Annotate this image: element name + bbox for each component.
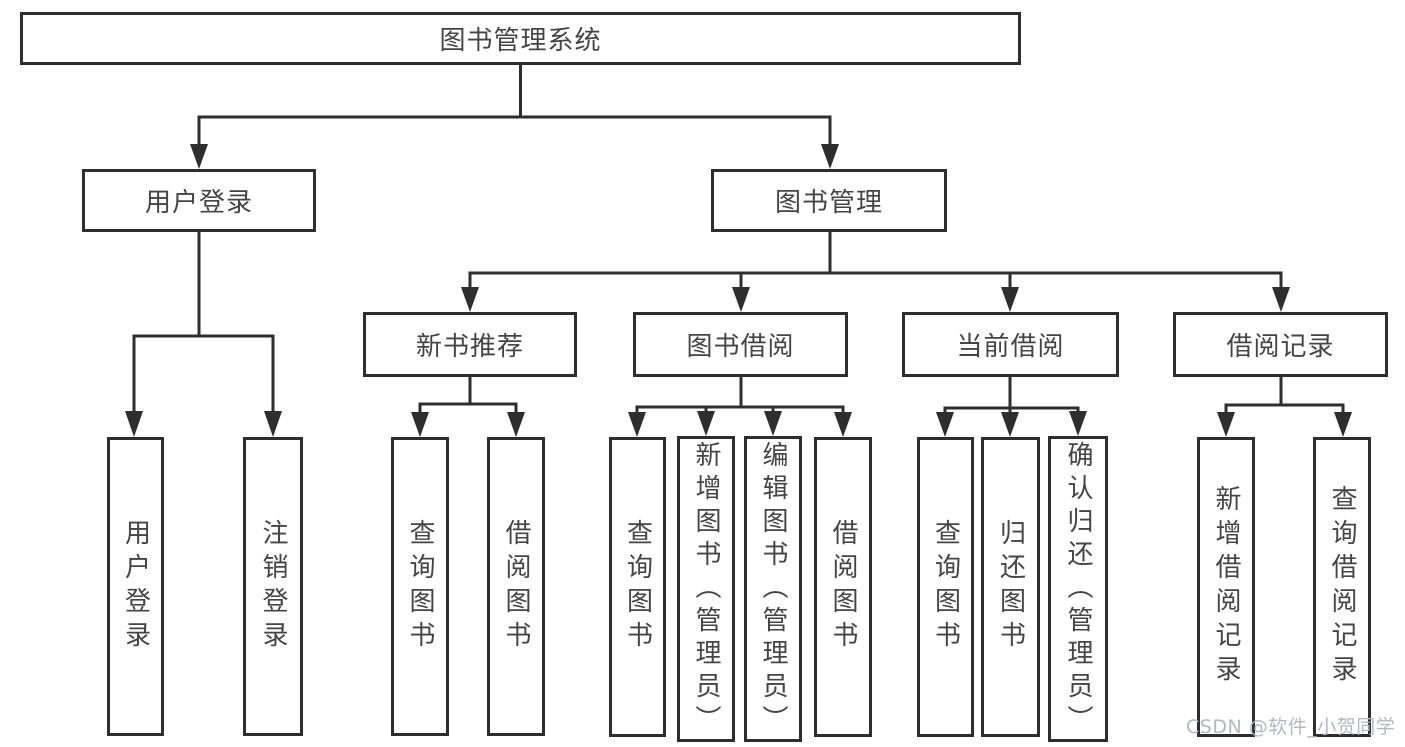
node-new-book-recommend: 新书推荐	[363, 312, 577, 377]
leaf-label: 查询借阅记录	[1327, 485, 1357, 689]
leaf-label: 借阅图书	[828, 519, 858, 655]
leaf-label: 查询图书	[930, 519, 961, 655]
leaf-label: 查询图书	[405, 518, 435, 655]
node-label: 图书借阅	[686, 332, 795, 362]
node-label: 借阅记录	[1226, 332, 1335, 362]
leaf-label: 借阅图书	[501, 518, 531, 655]
leaf-return-books: 归还图书	[981, 437, 1040, 737]
leaf-label: 编辑图书（管理员）	[758, 440, 788, 738]
node-borrow-records: 借阅记录	[1173, 312, 1388, 377]
node-library-management-system: 图书管理系统	[20, 12, 1021, 65]
csdn-watermark: CSDN @软件_小贺同学	[1186, 716, 1396, 738]
node-label: 图书管理系统	[439, 26, 602, 56]
node-label: 新书推荐	[415, 332, 524, 362]
leaf-label: 新增借阅记录	[1211, 485, 1241, 689]
leaf-label: 归还图书	[995, 519, 1026, 655]
node-book-borrow: 图书借阅	[633, 312, 848, 377]
node-label: 当前借阅	[956, 332, 1065, 362]
leaf-label: 查询图书	[622, 519, 653, 655]
node-label: 用户登录	[144, 188, 253, 218]
leaf-label: 新增图书（管理员）	[691, 440, 721, 738]
leaf-label: 注销登录	[258, 518, 288, 655]
arrowheads	[125, 144, 1352, 437]
node-book-management: 图书管理	[711, 169, 947, 232]
leaf-logout: 注销登录	[243, 437, 303, 736]
node-label: 图书管理	[774, 188, 883, 218]
node-user-login: 用户登录	[82, 169, 316, 232]
leaf-label: 确认归还（管理员）	[1063, 440, 1093, 738]
leaf-query-borrow-record: 查询借阅记录	[1313, 437, 1371, 737]
leaf-label: 用户登录	[120, 518, 151, 655]
leaf-query-books-current: 查询图书	[917, 437, 974, 737]
leaf-user-login: 用户登录	[107, 437, 164, 736]
leaf-query-books-borrow: 查询图书	[609, 437, 666, 737]
leaf-add-borrow-record: 新增借阅记录	[1197, 437, 1255, 737]
leaf-borrow-books-recommend: 借阅图书	[487, 437, 545, 736]
leaf-query-books-recommend: 查询图书	[391, 437, 449, 736]
leaf-confirm-return-admin: 确认归还（管理员）	[1048, 436, 1108, 742]
node-current-borrow: 当前借阅	[902, 312, 1119, 377]
leaf-edit-books-admin: 编辑图书（管理员）	[744, 436, 802, 742]
leaf-borrow-books: 借阅图书	[814, 437, 872, 737]
leaf-add-books-admin: 新增图书（管理员）	[677, 436, 735, 742]
